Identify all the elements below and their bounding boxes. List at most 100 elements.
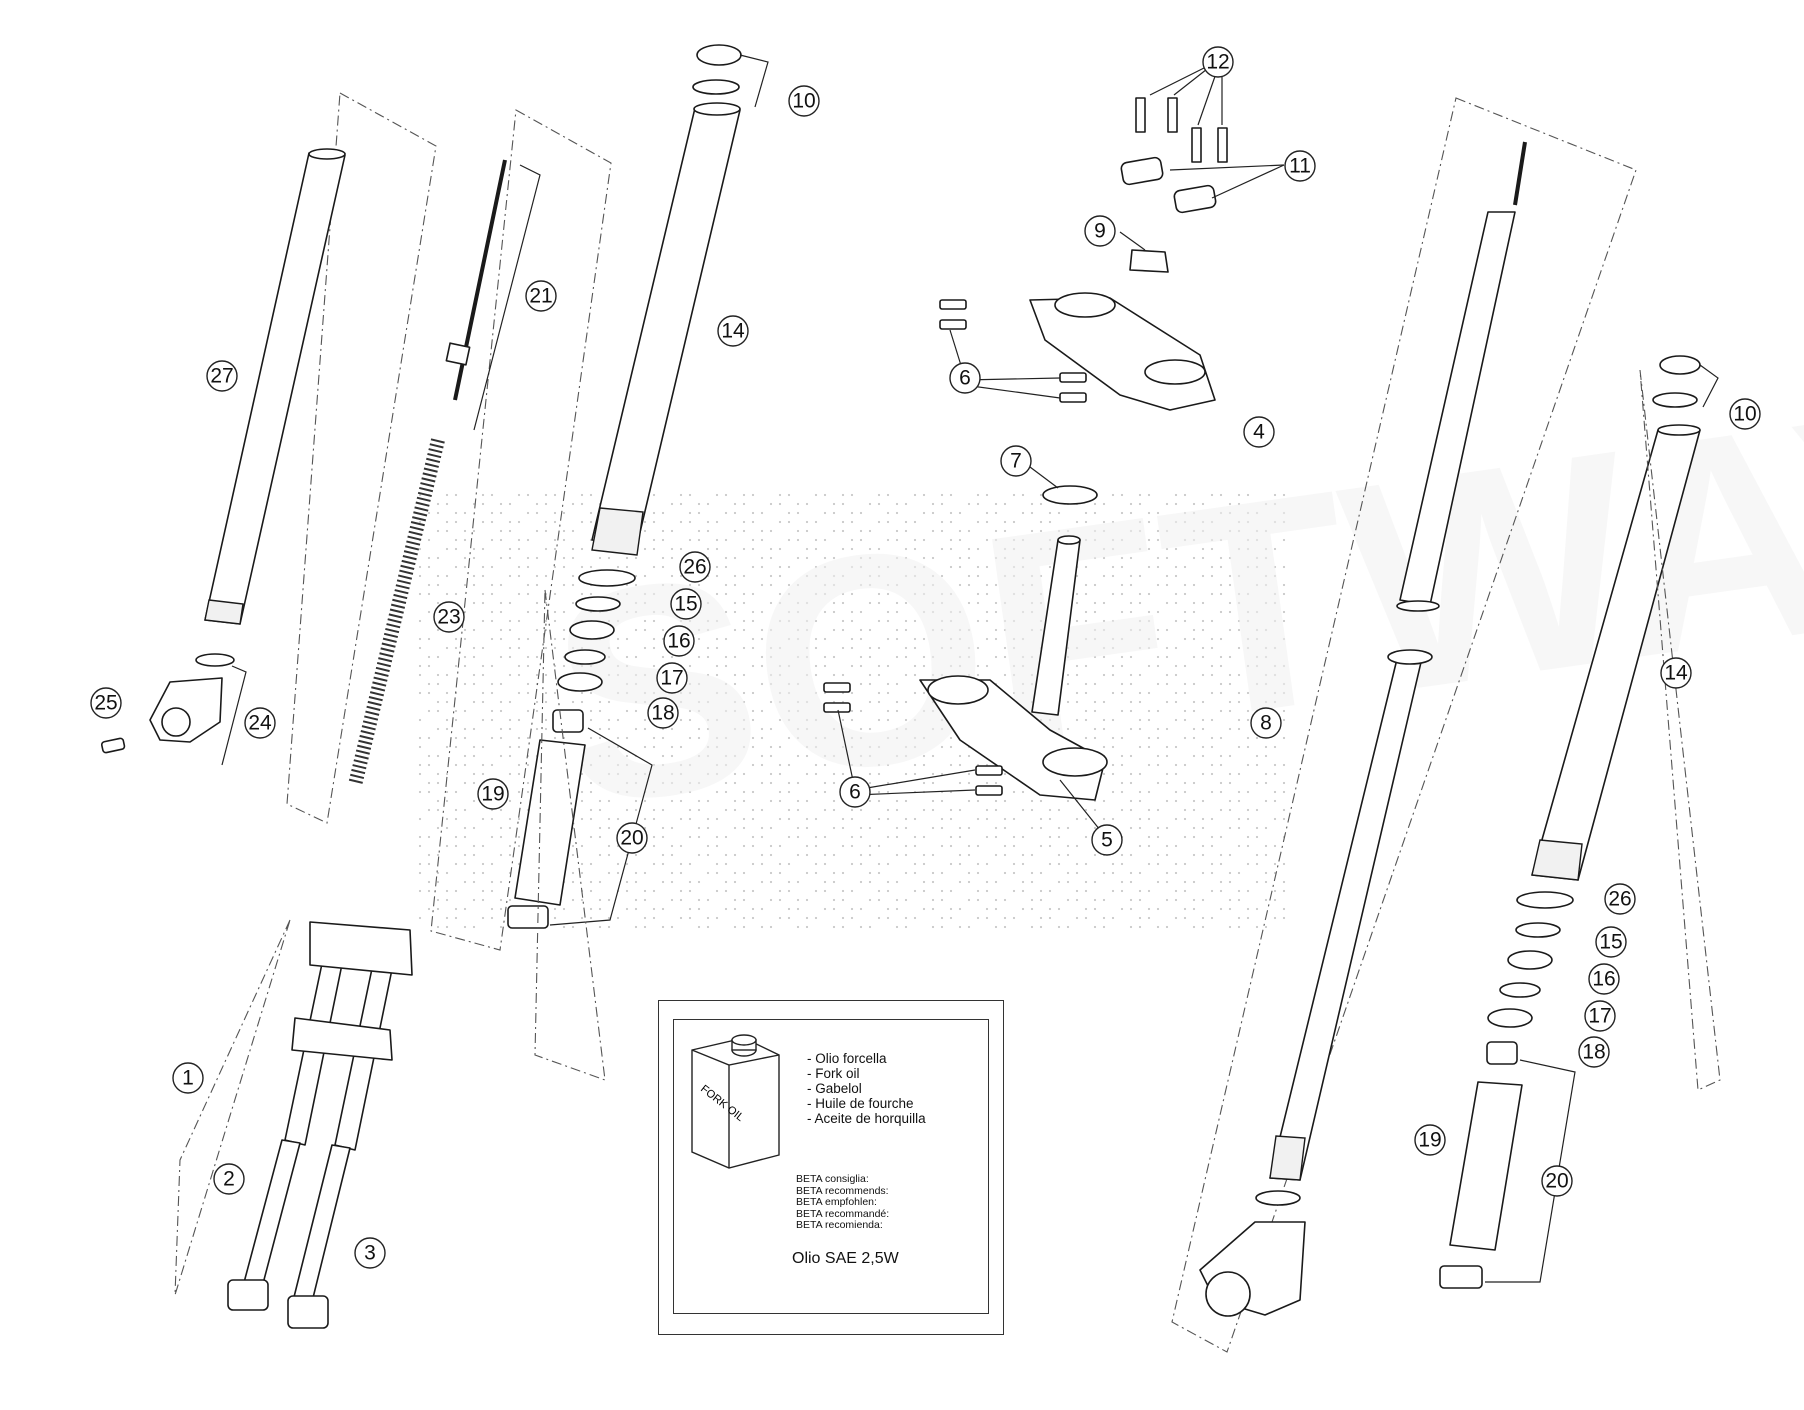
svg-text:19: 19: [1418, 1129, 1441, 1152]
svg-text:17: 17: [1588, 1005, 1611, 1028]
callout-26b: 26: [1604, 883, 1636, 915]
oil-language-list: - Olio forcella - Fork oil - Gabelol - H…: [807, 1051, 926, 1126]
nut-9: [1119, 231, 1169, 273]
svg-text:3: 3: [364, 1242, 376, 1265]
callout-6b: 6: [839, 776, 871, 808]
callout-1: 1: [172, 1062, 204, 1094]
callout-23: 23: [433, 601, 465, 633]
seals-left: [557, 569, 636, 692]
oil-line-es: - Aceite de horquilla: [807, 1111, 926, 1126]
callout-20b: 20: [1541, 1165, 1573, 1197]
fork-leg-14-right: [1439, 355, 1721, 1289]
svg-text:20: 20: [1545, 1170, 1568, 1193]
callout-20a: 20: [616, 822, 648, 854]
svg-text:18: 18: [1582, 1041, 1605, 1064]
inner-tube-8: [1171, 97, 1637, 1353]
callout-15b: 15: [1595, 926, 1627, 958]
recommend-it: BETA consiglia:: [796, 1173, 869, 1185]
recommend-de: BETA empfohlen:: [796, 1196, 877, 1208]
bolt-25: [100, 737, 126, 754]
svg-text:8: 8: [1260, 712, 1272, 735]
oil-can-icon: FORK OIL: [691, 1034, 780, 1169]
svg-text:7: 7: [1010, 450, 1022, 473]
callout-19b: 19: [1414, 1124, 1446, 1156]
callout-16a: 16: [663, 625, 695, 657]
callout-14a: 14: [717, 315, 749, 347]
svg-text:10: 10: [792, 90, 815, 113]
svg-text:18: 18: [651, 702, 674, 725]
top-clamp-4: [1029, 292, 1216, 411]
svg-text:16: 16: [667, 630, 690, 653]
recommend-list: BETA consiglia: BETA recommends: BETA em…: [796, 1173, 890, 1232]
svg-text:15: 15: [1599, 931, 1622, 954]
callout-15a: 15: [670, 588, 702, 620]
callout-11: 11: [1284, 150, 1316, 182]
callout-19a: 19: [477, 778, 509, 810]
callout-5: 5: [1091, 824, 1123, 856]
recommend-es: BETA recomienda:: [796, 1219, 883, 1231]
svg-text:5: 5: [1101, 829, 1113, 852]
cartridge-21: [430, 109, 612, 951]
oil-line-fr: - Huile de fourche: [807, 1096, 914, 1111]
svg-text:24: 24: [248, 712, 272, 735]
callout-3: 3: [354, 1237, 386, 1269]
callout-12: 12: [1202, 46, 1234, 78]
callout-18b: 18: [1578, 1036, 1610, 1068]
svg-text:26: 26: [1608, 888, 1631, 911]
callout-4: 4: [1243, 416, 1275, 448]
fork-tube-27: [204, 92, 437, 824]
svg-text:1: 1: [182, 1067, 194, 1090]
fork-foot-24: [149, 653, 247, 766]
svg-text:4: 4: [1253, 421, 1265, 444]
callout-9: 9: [1084, 215, 1116, 247]
svg-text:17: 17: [660, 667, 683, 690]
fork-oil-info-box: FORK OIL - Olio forcella - Fork oil - Ga…: [658, 1000, 1004, 1335]
svg-text:21: 21: [529, 285, 552, 308]
callout-17b: 17: [1584, 1000, 1616, 1032]
callout-6a: 6: [949, 362, 981, 394]
svg-text:25: 25: [94, 692, 117, 715]
bottom-clamp-5: [919, 535, 1108, 831]
callout-10a: 10: [788, 85, 820, 117]
callout-14b: 14: [1660, 657, 1692, 689]
callout-18a: 18: [647, 697, 679, 729]
svg-text:14: 14: [1664, 662, 1688, 685]
callout-24: 24: [244, 707, 276, 739]
svg-text:6: 6: [849, 781, 861, 804]
bushings-left: [507, 589, 653, 1081]
svg-text:9: 9: [1094, 220, 1106, 243]
washer-7: [1029, 466, 1098, 505]
oil-spec: Olio SAE 2,5W: [792, 1250, 899, 1267]
svg-text:11: 11: [1289, 155, 1311, 178]
svg-text:12: 12: [1206, 51, 1229, 74]
oil-line-en: - Fork oil: [807, 1066, 860, 1081]
svg-text:19: 19: [481, 783, 504, 806]
callout-27: 27: [206, 360, 238, 392]
callout-2: 2: [213, 1163, 245, 1195]
callout-21: 21: [525, 280, 557, 312]
svg-text:16: 16: [1592, 968, 1615, 991]
fork-assembly-1: [174, 919, 413, 1329]
fork-leg-14-left: [591, 44, 769, 556]
oil-line-it: - Olio forcella: [807, 1051, 887, 1066]
svg-text:2: 2: [223, 1168, 235, 1191]
svg-text:15: 15: [674, 593, 697, 616]
callout-7: 7: [1000, 445, 1032, 477]
svg-text:23: 23: [437, 606, 460, 629]
callout-8: 8: [1250, 707, 1282, 739]
svg-text:14: 14: [721, 320, 745, 343]
oil-line-de: - Gabelol: [807, 1081, 862, 1096]
svg-text:20: 20: [620, 827, 643, 850]
callout-26a: 26: [679, 551, 711, 583]
callout-10b: 10: [1729, 398, 1761, 430]
svg-text:27: 27: [210, 365, 233, 388]
fork-oil-info-inner: FORK OIL - Olio forcella - Fork oil - Ga…: [673, 1019, 989, 1314]
spring-23: [348, 438, 445, 787]
callout-16b: 16: [1588, 963, 1620, 995]
recommend-fr: BETA recommandé:: [796, 1207, 890, 1220]
callout-17a: 17: [656, 662, 688, 694]
callout-25: 25: [90, 687, 122, 719]
svg-text:26: 26: [683, 556, 706, 579]
svg-text:6: 6: [959, 367, 971, 390]
